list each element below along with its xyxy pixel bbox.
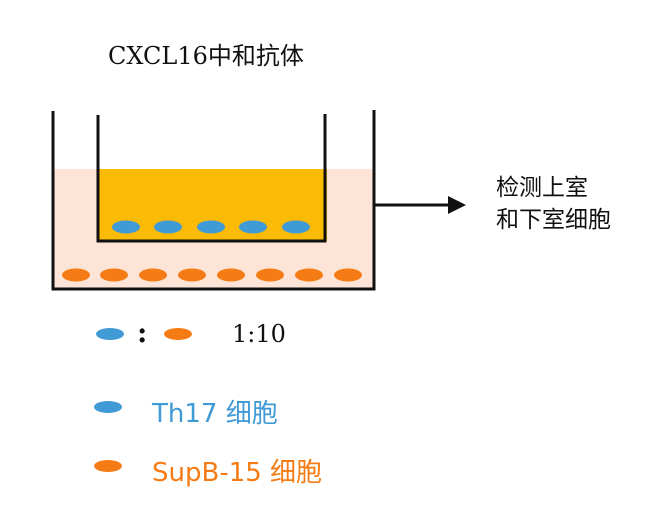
legend-th17-icon (94, 401, 122, 413)
detect-label-line1: 检测上室 (496, 175, 588, 201)
supb15-cell (178, 268, 206, 282)
th17-cells-upper (112, 220, 310, 234)
supb15-cell (334, 268, 362, 282)
th17-cell (112, 220, 140, 234)
arrow-head (448, 196, 466, 214)
legend-th17-label: Th17 细胞 (152, 399, 278, 429)
ratio-value: 1:10 (232, 320, 286, 348)
legend-supb15-icon (94, 460, 122, 472)
supb15-cells-lower (62, 268, 362, 282)
th17-cell (239, 220, 267, 234)
th17-cell (197, 220, 225, 234)
ratio-th17-cell-icon (96, 328, 124, 340)
supb15-cell (100, 268, 128, 282)
supb15-cell (256, 268, 284, 282)
supb15-cell (139, 268, 167, 282)
th17-cell (282, 220, 310, 234)
ratio-supb15-cell-icon (164, 328, 192, 340)
supb15-cell (62, 268, 90, 282)
ratio-colon: : (137, 316, 148, 349)
transwell-insert (96, 114, 327, 243)
detect-label-line2: 和下室细胞 (496, 207, 611, 233)
supb15-cell (295, 268, 323, 282)
outer-well (51, 110, 376, 291)
supb15-cell (217, 268, 245, 282)
diagram-title: CXCL16中和抗体 (108, 42, 304, 70)
th17-cell (154, 220, 182, 234)
detect-label: 检测上室 和下室细胞 (496, 172, 611, 236)
legend-supb15-label: SupB-15 细胞 (152, 458, 323, 488)
